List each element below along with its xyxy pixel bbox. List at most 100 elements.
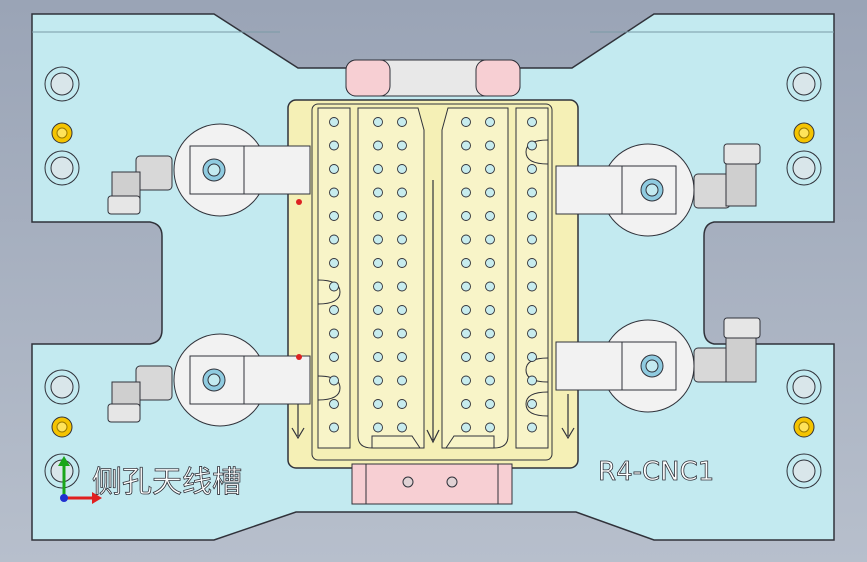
cooling-hole [397,187,407,198]
cooling-hole [461,399,471,409]
cooling-hole [485,328,495,339]
cooling-hole [485,164,495,174]
cooling-hole [397,399,407,409]
cooling-hole [397,375,407,386]
cooling-hole [461,281,471,292]
cooling-hole [329,117,339,127]
cooling-hole [461,375,471,386]
cooling-hole [485,187,495,198]
cooling-hole [373,328,383,339]
cavity-insert [287,99,579,469]
mounting-hole [786,369,822,405]
cooling-hole [329,328,339,339]
cooling-hole [527,164,537,174]
locating-pin [793,416,815,438]
cooling-hole [329,422,339,433]
cooling-hole [461,234,471,245]
cooling-hole [397,352,407,362]
cooling-hole [461,328,471,339]
cooling-hole [329,281,339,292]
cooling-hole [329,211,339,221]
cooling-hole [485,375,495,386]
cooling-hole [527,187,537,198]
cooling-hole [461,422,471,433]
cooling-hole [461,187,471,198]
feature-label: 侧孔天线槽 [92,465,242,500]
cooling-hole [397,140,407,151]
locating-pin [51,122,73,144]
side-clamp-top-right [555,143,695,237]
side-clamp-bottom-right [555,319,695,413]
air-fitting-right-bottom [693,317,761,383]
side-clamp-top-left [173,123,311,217]
cooling-hole [373,258,383,268]
cooling-hole [397,117,407,127]
cooling-hole [527,258,537,268]
cooling-hole [373,375,383,386]
cooling-hole [397,258,407,268]
z-axis-dot [60,494,68,502]
cooling-hole [527,140,537,151]
cooling-hole [527,234,537,245]
cooling-hole [461,117,471,127]
coordinate-triad [58,456,102,504]
cooling-hole [485,422,495,433]
cooling-hole [397,281,407,292]
cooling-hole [461,258,471,268]
cooling-hole [527,399,537,409]
mounting-hole [44,66,80,102]
cooling-hole-grid [329,117,537,433]
cooling-hole [485,117,495,127]
mounting-hole [786,150,822,186]
cooling-hole [485,305,495,315]
cooling-hole [397,422,407,433]
red-marker [296,354,302,360]
cooling-hole [329,234,339,245]
cooling-hole [527,422,537,433]
cooling-hole [373,422,383,433]
cooling-hole [485,140,495,151]
locating-pin [51,416,73,438]
mounting-hole [44,150,80,186]
cooling-hole [397,211,407,221]
cooling-hole [397,234,407,245]
cooling-hole [527,305,537,315]
cooling-hole [373,234,383,245]
cooling-hole [329,305,339,315]
cooling-hole [527,328,537,339]
cooling-hole [527,375,537,386]
cooling-hole [461,211,471,221]
cooling-hole [527,281,537,292]
air-fitting-left-top [107,155,173,215]
cooling-hole [373,352,383,362]
cooling-hole [373,281,383,292]
cooling-hole [461,164,471,174]
air-fitting-right-top [693,143,761,209]
cooling-hole [397,164,407,174]
cooling-hole [373,164,383,174]
cooling-hole [485,258,495,268]
part-label: R4-CNC1 [598,457,714,487]
cooling-hole [329,352,339,362]
cooling-hole [461,140,471,151]
cooling-hole [485,281,495,292]
cooling-hole [373,117,383,127]
cooling-hole [397,328,407,339]
cooling-hole [461,352,471,362]
cooling-hole [329,140,339,151]
locating-pin [793,122,815,144]
mounting-hole [44,453,80,489]
side-clamp-bottom-left [173,333,311,427]
cooling-hole [373,211,383,221]
cooling-hole [329,258,339,268]
cooling-hole [527,352,537,362]
cooling-hole [373,187,383,198]
air-fitting-left-bottom [107,365,173,423]
cooling-hole [397,305,407,315]
cooling-hole [373,305,383,315]
mounting-hole [44,369,80,405]
cooling-hole [373,140,383,151]
cooling-hole [329,399,339,409]
